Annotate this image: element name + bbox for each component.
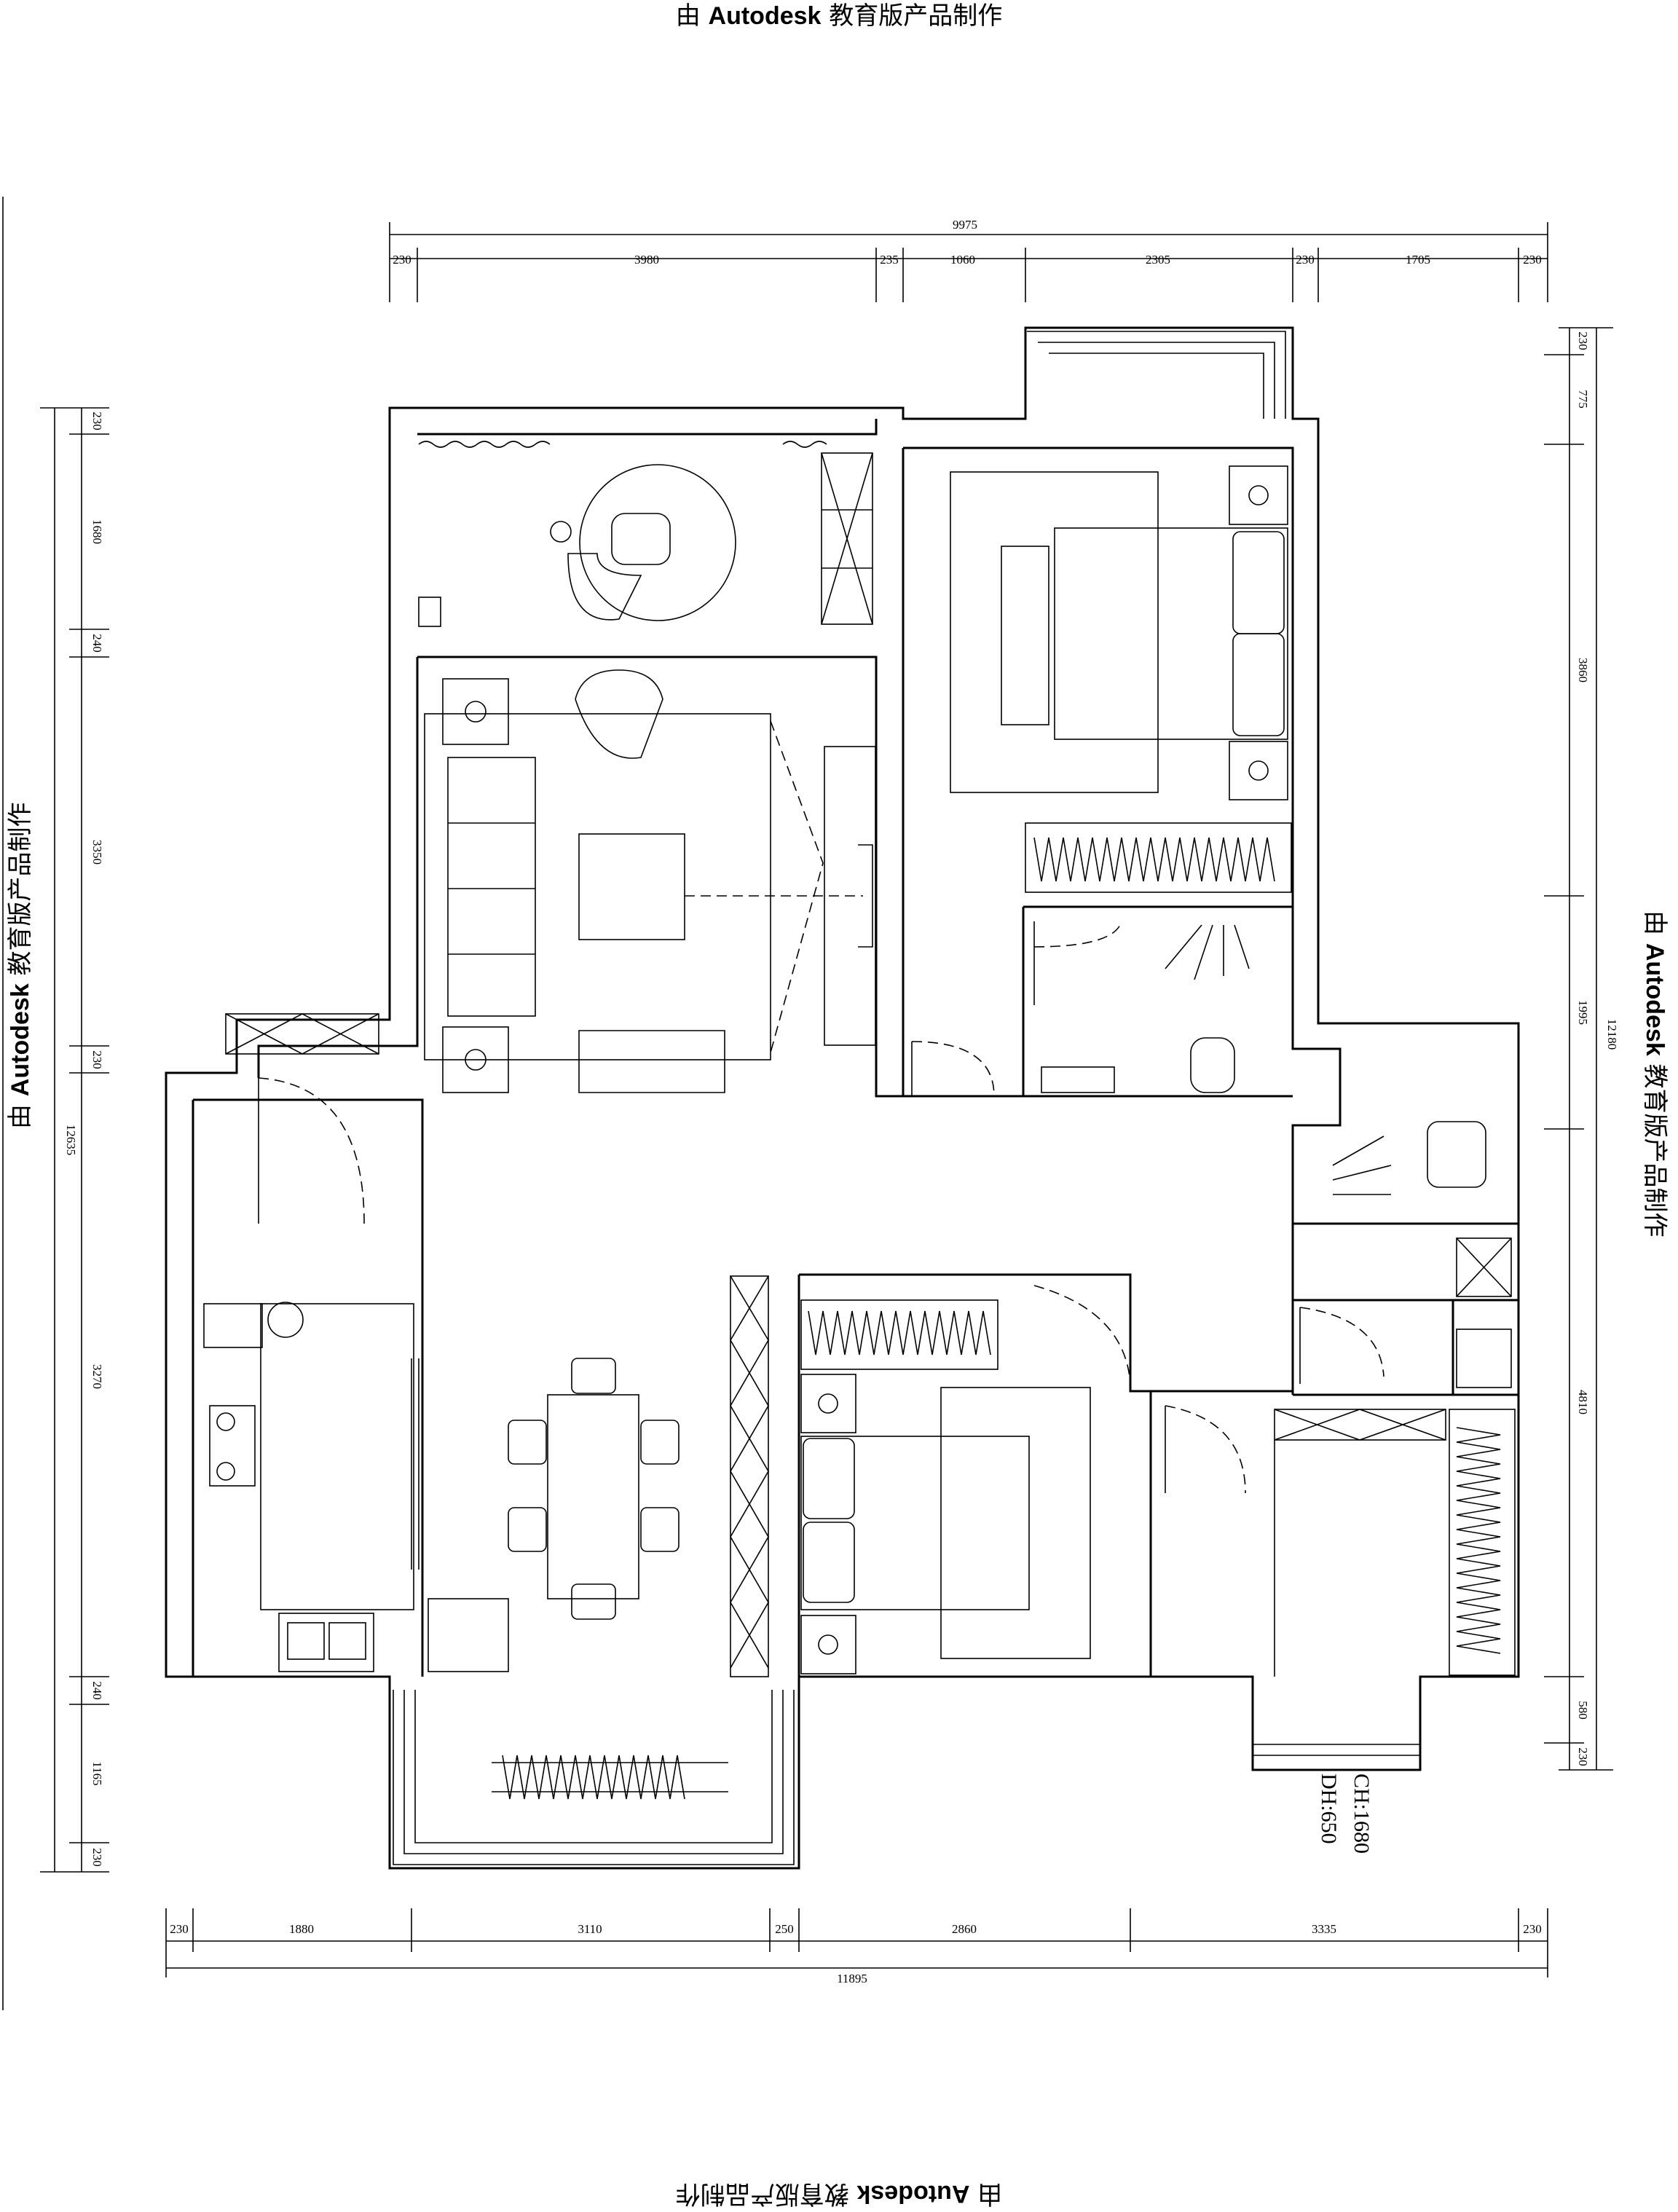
dim-top-seg: 1060 (950, 253, 975, 267)
dim-bottom-seg: 3335 (1312, 1922, 1336, 1936)
living-furniture (225, 669, 876, 1093)
dim-bottom-seg: 250 (775, 1922, 794, 1936)
dim-top-seg: 1705 (1406, 253, 1430, 267)
dim-right-seg: 1995 (1576, 1000, 1590, 1025)
dh-note: DH:650 (1317, 1774, 1341, 1844)
dim-bottom-seg: 230 (1523, 1922, 1542, 1936)
dim-left-seg: 1165 (90, 1761, 104, 1785)
dim-right-seg: 4810 (1576, 1390, 1590, 1414)
dim-bottom-seg: 1880 (289, 1922, 314, 1936)
kitchen-dining (203, 1275, 769, 1677)
dim-top-total: 9975 (953, 218, 977, 232)
dim-bottom-seg: 2860 (952, 1922, 977, 1936)
dim-top-seg: 3980 (634, 253, 659, 267)
dimension-top: 9975 230 3980 235 1060 2305 230 1705 230 (389, 218, 1548, 302)
dim-left-seg: 240 (90, 1681, 104, 1700)
dim-left-seg: 1680 (90, 519, 104, 544)
dimension-left: 230 1680 240 3350 230 3270 240 1165 230 … (40, 407, 109, 1873)
third-bedroom (1274, 1409, 1516, 1677)
bathrooms (1041, 924, 1512, 1388)
study-furniture (418, 441, 873, 627)
dim-right-seg: 230 (1576, 331, 1590, 350)
dim-left-seg: 3350 (90, 840, 104, 865)
dim-left-seg: 240 (90, 634, 104, 653)
dim-top-seg: 230 (393, 253, 411, 267)
dim-left-seg: 3270 (90, 1364, 104, 1389)
second-bedroom (800, 1299, 1091, 1674)
balcony-top (1027, 331, 1286, 419)
door-swings (258, 921, 1384, 1494)
watermark-top: 由 Autodesk 教育版产品制作 (675, 1, 1003, 31)
dim-right-seg: 775 (1576, 390, 1590, 409)
outer-walls (165, 326, 1520, 1870)
dim-bottom-seg: 3110 (578, 1922, 602, 1936)
dim-left-total: 12635 (64, 1125, 78, 1156)
dim-left-seg: 230 (90, 412, 104, 430)
balcony-bottom (393, 1690, 795, 1865)
balcony-right (1253, 1744, 1420, 1756)
dim-left-seg: 230 (90, 1848, 104, 1867)
dim-top-seg: 230 (1523, 253, 1542, 267)
dim-bottom-seg: 230 (170, 1922, 189, 1936)
dim-top-seg: 2305 (1146, 253, 1170, 267)
dim-right-seg: 3860 (1576, 658, 1590, 682)
dim-bottom-total: 11895 (837, 1972, 867, 1985)
dimension-bottom: 230 1880 3110 250 2860 3335 230 11895 (165, 1908, 1548, 1985)
dim-top-seg: 235 (880, 253, 899, 267)
dimension-right: 230 775 3860 1995 4810 580 230 12180 (1544, 327, 1619, 1771)
dim-right-seg: 580 (1576, 1701, 1590, 1720)
dim-right-total: 12180 (1605, 1019, 1619, 1050)
dim-right-seg: 230 (1576, 1747, 1590, 1766)
dim-left-seg: 230 (90, 1050, 104, 1069)
dim-top-seg: 230 (1296, 253, 1315, 267)
master-bedroom (950, 465, 1292, 893)
ch-note: CH:1680 (1350, 1774, 1374, 1854)
